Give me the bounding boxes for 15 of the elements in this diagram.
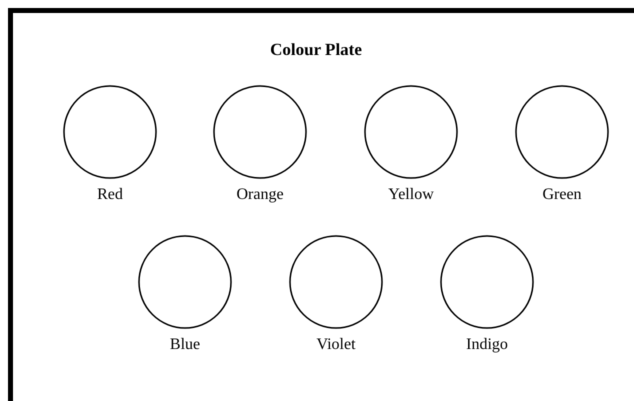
colour-name: Green — [542, 186, 582, 204]
empty-circle — [515, 85, 609, 179]
empty-circle — [63, 85, 157, 179]
empty-circle — [364, 85, 458, 179]
colour-name: Orange — [236, 186, 284, 204]
colour-name: Violet — [316, 336, 356, 354]
colour-name: Blue — [170, 336, 200, 354]
colour-name: Red — [97, 186, 123, 204]
plate-title: Colour Plate — [270, 40, 362, 60]
colour-name: Yellow — [388, 186, 434, 204]
colour-name: Indigo — [466, 336, 508, 354]
empty-circle — [213, 85, 307, 179]
empty-circle — [289, 235, 383, 329]
empty-circle — [138, 235, 232, 329]
empty-circle — [440, 235, 534, 329]
